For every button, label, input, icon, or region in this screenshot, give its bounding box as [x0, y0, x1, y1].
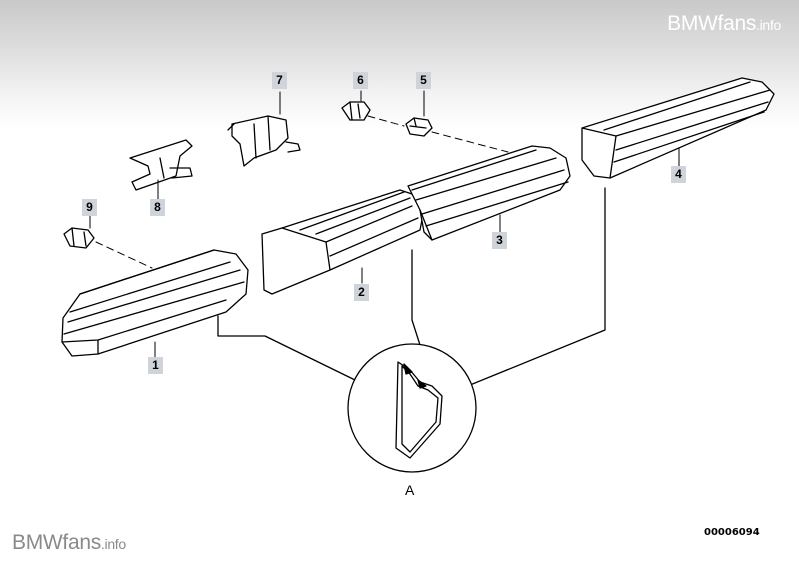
- callout-6: 6: [353, 72, 368, 89]
- callout-9: 9: [82, 199, 97, 216]
- moulding-part-3: [407, 145, 571, 241]
- watermark-top-suffix: .info: [756, 17, 781, 33]
- moulding-part-2: [261, 189, 425, 295]
- callout-7: 7: [272, 72, 287, 89]
- mounting-clip-part-8: [129, 139, 193, 191]
- callout-3: 3: [492, 232, 507, 249]
- moulding-part-4: [581, 77, 775, 179]
- grommet-part-6: [341, 101, 371, 121]
- moulding-part-1: [61, 249, 249, 357]
- holder-part-7: [227, 115, 301, 167]
- assembly-dashed-lines: [95, 115, 509, 269]
- watermark-bottom-suffix: .info: [100, 536, 126, 552]
- callout-leaders: [89, 90, 680, 358]
- detail-leader-lines: [217, 187, 606, 386]
- callout-1: 1: [148, 357, 163, 374]
- callout-4: 4: [671, 166, 686, 183]
- clip-part-5: [405, 117, 433, 137]
- watermark-top: BMWfans.info: [667, 12, 781, 36]
- callout-5: 5: [416, 72, 431, 89]
- detail-a-label: A: [405, 482, 415, 498]
- watermark-bottom: BMWfans.info: [12, 531, 126, 555]
- callout-2: 2: [354, 284, 369, 301]
- watermark-top-brand: BMWfans: [667, 12, 757, 35]
- clip-part-9: [63, 227, 95, 249]
- callout-8: 8: [150, 199, 165, 216]
- watermark-bottom-brand: BMWfans: [12, 531, 101, 554]
- document-number: 00006094: [704, 527, 760, 538]
- detail-a-view: [347, 343, 477, 473]
